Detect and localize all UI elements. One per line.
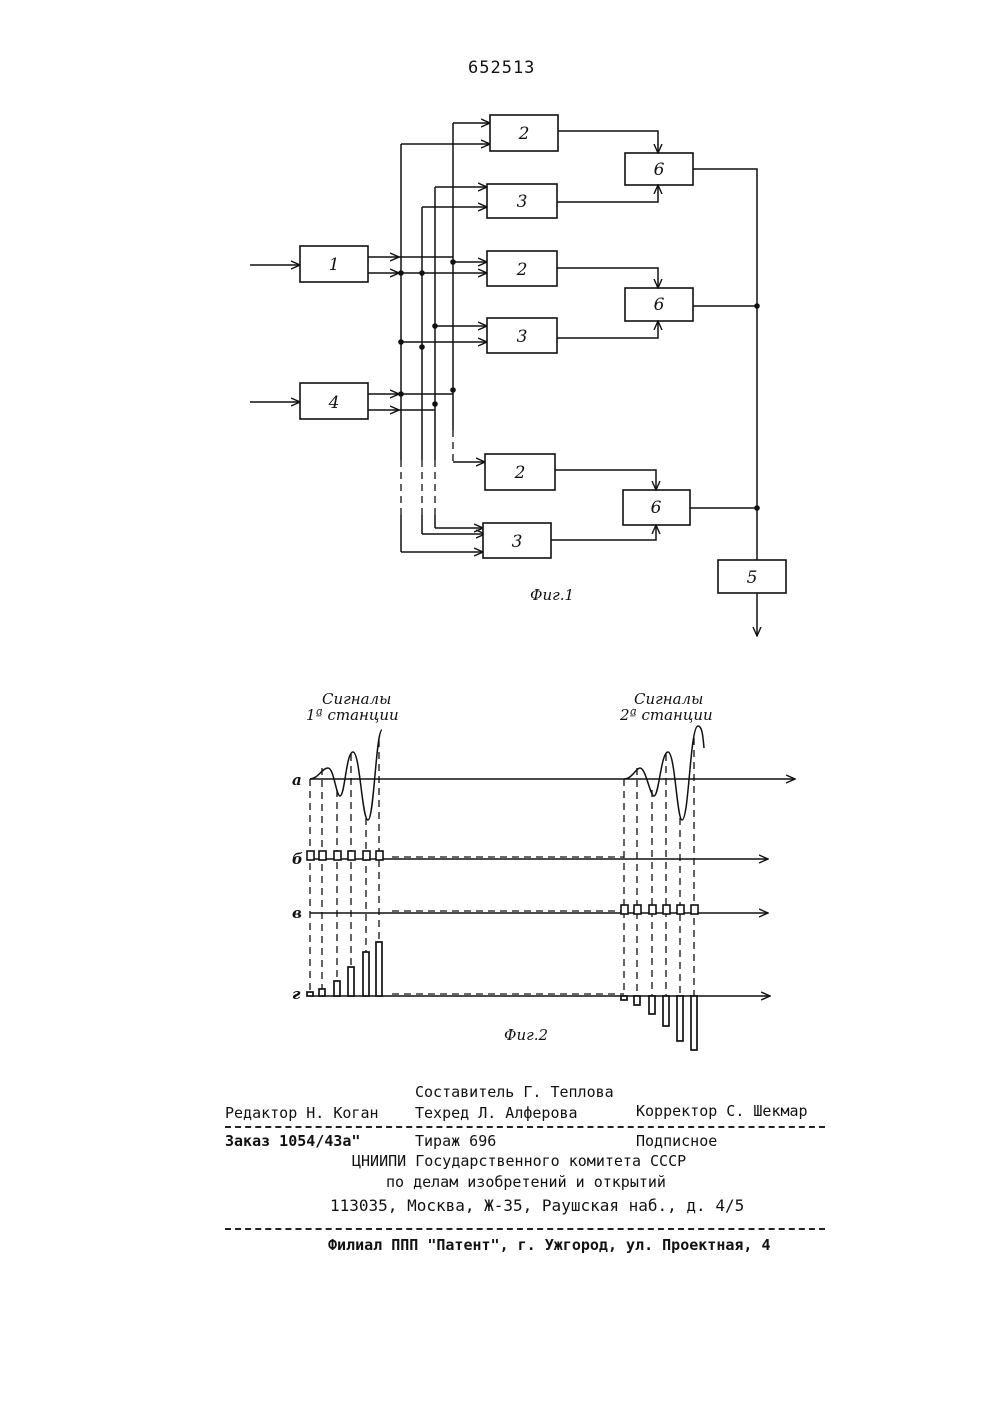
- row-label-b: б: [292, 850, 303, 868]
- row-label-g: г: [292, 985, 301, 1003]
- block-2-a-label: 2: [518, 124, 530, 144]
- fig2-caption: Фиг.2: [504, 1026, 548, 1044]
- imprint-branch: Филиал ППП "Патент", г. Ужгород, ул. Про…: [328, 1236, 771, 1254]
- block-3-a-label: 3: [517, 192, 528, 212]
- station2-waveform: [624, 726, 704, 820]
- block-6-a-label: 6: [654, 160, 665, 180]
- station2-title-line2: 2ª станции: [619, 706, 713, 724]
- block-1-label: 1: [329, 255, 340, 275]
- imprint-rule-top: [225, 1126, 825, 1128]
- imprint-org1: ЦНИИПИ Государственного комитета СССР: [352, 1152, 686, 1170]
- imprint-techred: Техред Л. Алферова: [415, 1104, 578, 1122]
- row-g-bars-station1: [307, 942, 382, 996]
- imprint-compiler: Составитель Г. Теплова: [415, 1083, 614, 1101]
- imprint-tirage: Тираж 696: [415, 1132, 496, 1150]
- block-6-b-label: 6: [654, 295, 665, 315]
- row-g-bars-station2: [621, 996, 697, 1050]
- imprint-editor: Редактор Н. Коган: [225, 1104, 379, 1122]
- imprint-org2: по делам изобретений и открытий: [386, 1173, 666, 1191]
- imprint-address: 113035, Москва, Ж-35, Раушская наб., д. …: [330, 1196, 744, 1215]
- block-5-label: 5: [747, 568, 758, 588]
- block-3-c-label: 3: [512, 532, 523, 552]
- station1-title-line2: 1ª станции: [306, 706, 399, 724]
- row-label-a: а: [292, 771, 302, 789]
- block-3-b-label: 3: [517, 327, 528, 347]
- block-diagram: 1 4: [250, 115, 786, 636]
- block-2-c-label: 2: [514, 463, 526, 483]
- block-2-b-label: 2: [516, 260, 528, 280]
- figures: 1 4: [0, 0, 1000, 1070]
- imprint-order: Заказ 1054/43а": [225, 1132, 360, 1150]
- imprint-subscription: Подписное: [636, 1132, 717, 1150]
- fig1-caption: Фиг.1: [530, 586, 574, 604]
- timing-diagram: Сигналы 1ª станции Сигналы 2ª станции а …: [292, 690, 795, 1050]
- imprint-corrector: Корректор С. Шекмар: [636, 1102, 808, 1120]
- block-4-label: 4: [328, 393, 340, 413]
- imprint-rule-bottom: [225, 1228, 825, 1230]
- station1-waveform: [310, 730, 382, 820]
- block-6-c-label: 6: [651, 498, 662, 518]
- row-label-v: в: [292, 904, 302, 922]
